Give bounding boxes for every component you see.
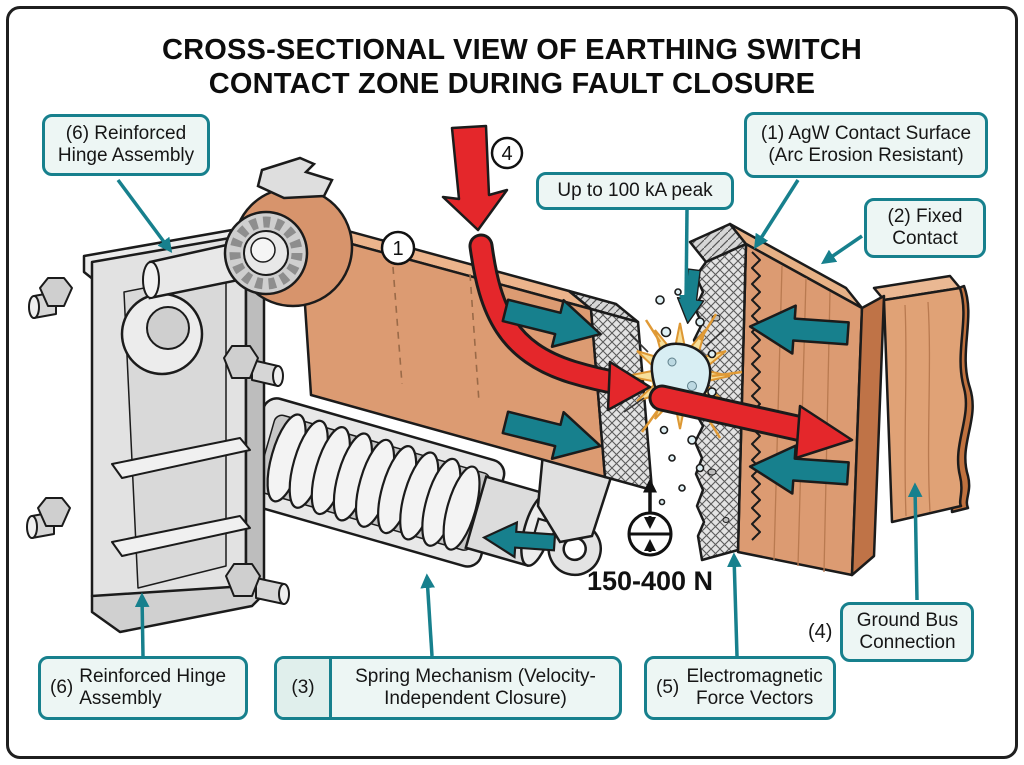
- callout-spring-text: Spring Mechanism (Velocity-Independent C…: [355, 665, 596, 709]
- hinge-assembly: [26, 228, 290, 634]
- callout-agw-contact-surface: (1) AgW Contact Surface (Arc Erosion Res…: [744, 112, 988, 178]
- leader-fixed-contact: [820, 234, 863, 265]
- pivot-shaft-end: [142, 261, 160, 299]
- hinge-boss-bore: [146, 306, 190, 350]
- page-title: CROSS-SECTIONAL VIEW OF EARTHING SWITCH …: [0, 33, 1024, 101]
- callout-emf-text: Electromagnetic Force Vectors: [686, 665, 823, 709]
- bearing-shaft-end: [250, 237, 276, 263]
- leader-current-peak: [678, 209, 694, 310]
- serration-zigzag: [751, 251, 761, 541]
- callout-hinge-assembly-bottom: (6) Reinforced Hinge Assembly: [38, 656, 248, 720]
- leader-agw-surface: [754, 179, 800, 250]
- callout-fixed-contact: (2) Fixed Contact: [864, 198, 986, 259]
- bolt-cap: [28, 295, 40, 319]
- arc-droplets: [655, 288, 717, 506]
- current-arrow-down: [441, 124, 509, 232]
- hinge-rib-lower: [111, 515, 251, 557]
- bolt-hex-head: [223, 345, 259, 379]
- bolt-hex-head: [39, 277, 73, 307]
- callout-emf-number: (5): [656, 676, 680, 698]
- bolt-hex-head: [37, 497, 71, 527]
- circled-marker-4: 4: [490, 136, 524, 170]
- callout-hinge-bottom-number: (6): [50, 676, 74, 698]
- erosion-pit: [707, 468, 717, 476]
- hinge-rib-upper: [111, 437, 251, 479]
- leader-ground-bus: [907, 482, 923, 601]
- callout-hinge-bottom-text: Reinforced Hinge Assembly: [79, 665, 227, 709]
- bolt-hex-head: [225, 563, 261, 597]
- leader-spring: [420, 573, 436, 657]
- ground-bus-grain: [927, 301, 931, 513]
- contact-force-value: 150-400 N: [587, 566, 713, 596]
- callout-ground-bus-number: (4): [808, 620, 833, 643]
- pivot-bearing: [223, 210, 309, 296]
- force-symbol: [627, 478, 673, 557]
- spring-coils: [266, 413, 481, 551]
- callout-spring-number: (3): [277, 659, 332, 717]
- ground-bus: [872, 274, 974, 524]
- bolt-cap: [26, 515, 38, 539]
- title-line-2: CONTACT ZONE DURING FAULT CLOSURE: [208, 68, 816, 101]
- bolt-cap: [278, 583, 290, 605]
- hinge-side-face: [244, 248, 266, 596]
- ground-bus-grain: [904, 304, 907, 517]
- hub-retainer-clip: [256, 156, 334, 200]
- leader-hinge-top: [116, 178, 173, 253]
- callout-spring-mechanism: (3) Spring Mechanism (Velocity-Independe…: [274, 656, 622, 720]
- circled-marker-1: 1: [380, 230, 416, 266]
- fixed-contact-side: [850, 294, 886, 577]
- callout-hinge-assembly-top: (6) Reinforced Hinge Assembly: [42, 114, 210, 176]
- current-arrow-through: [648, 384, 854, 460]
- callout-electromagnetic-force: (5) Electromagnetic Force Vectors: [644, 656, 836, 720]
- callout-ground-bus-group: (4) Ground Bus Connection: [808, 602, 975, 663]
- svg-text:1: 1: [392, 238, 403, 260]
- svg-text:4: 4: [501, 143, 512, 165]
- title-line-1: CROSS-SECTIONAL VIEW OF EARTHING SWITCH: [161, 34, 863, 66]
- callout-ground-bus: Ground Bus Connection: [840, 602, 975, 663]
- callout-current-peak: Up to 100 kA peak: [536, 172, 734, 211]
- spring-mechanism: [238, 397, 602, 577]
- arm-segment-line: [391, 253, 403, 385]
- current-arrow-curve: [468, 233, 652, 412]
- ground-bus-front: [882, 286, 968, 524]
- bolt-cap: [272, 365, 284, 387]
- leader-emf: [726, 552, 742, 657]
- erosion-pit: [722, 517, 730, 523]
- bearing-rollers: [229, 216, 303, 290]
- leader-hinge-bottom: [134, 592, 150, 657]
- arm-segment-line: [469, 273, 480, 403]
